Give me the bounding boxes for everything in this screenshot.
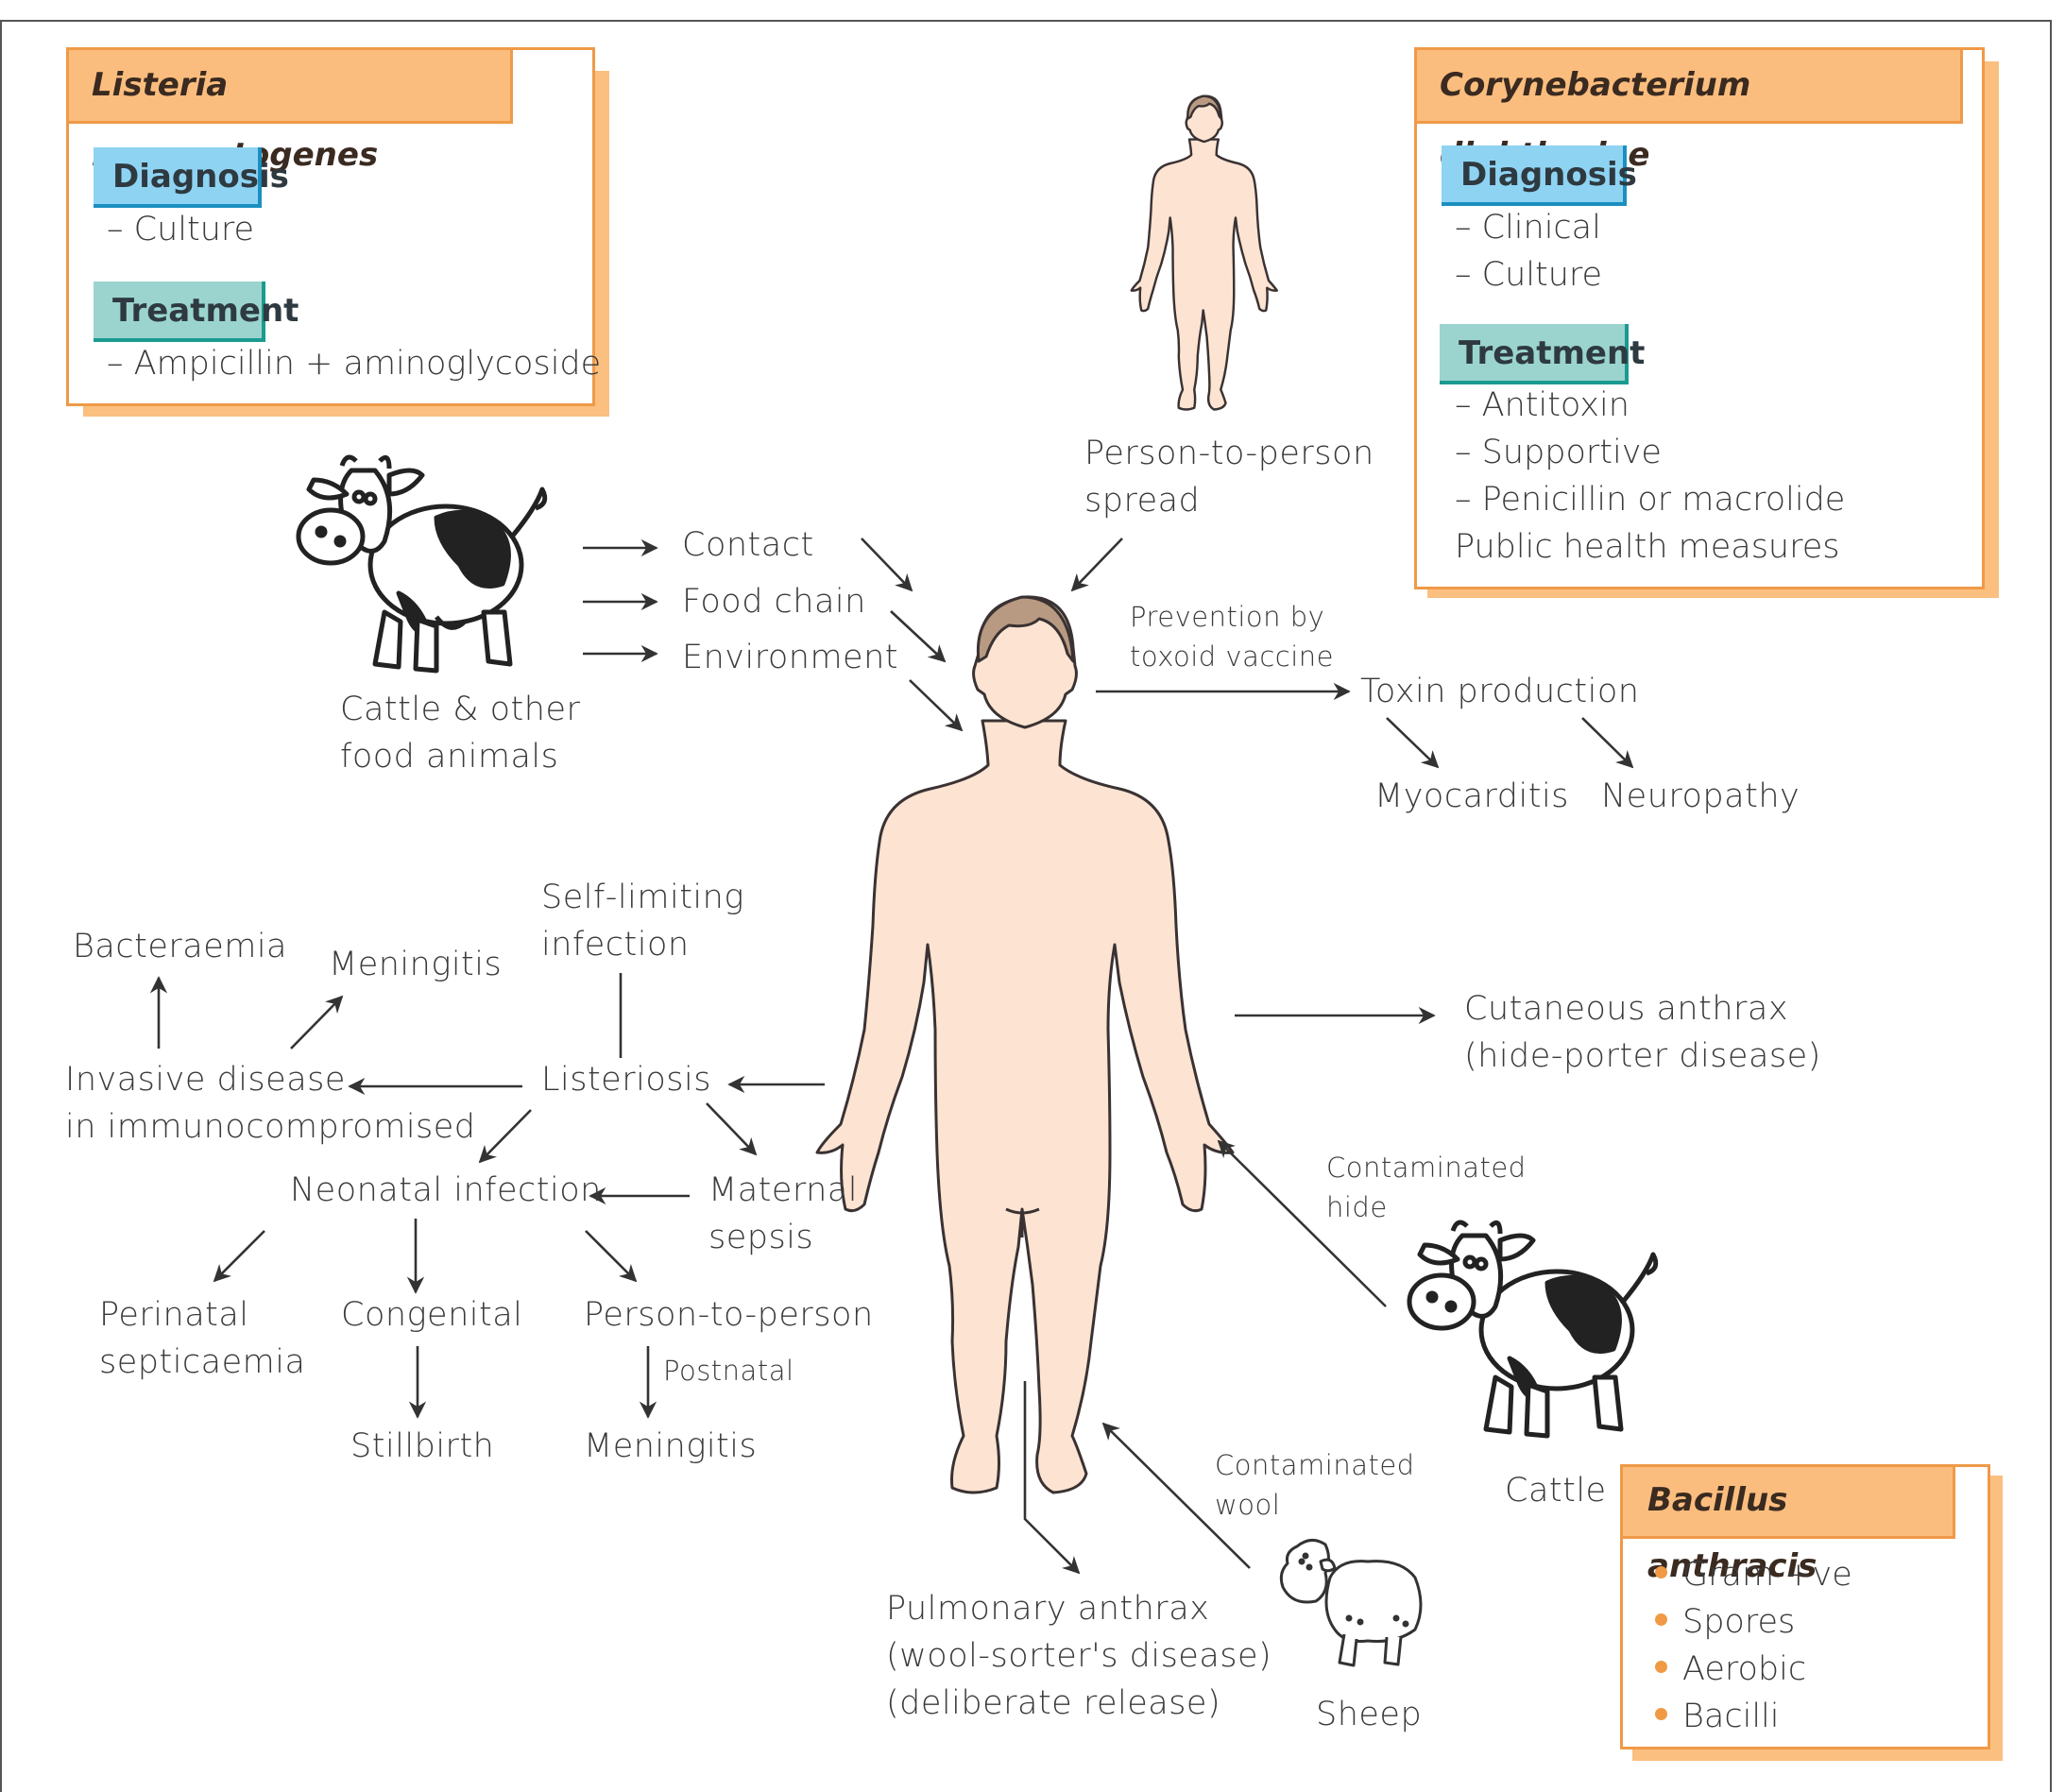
label-line: spread bbox=[1084, 482, 1201, 520]
label-contaminated-wool: Contaminated wool bbox=[1215, 1445, 1415, 1525]
label-self-limiting: Self-limiting infection bbox=[541, 874, 744, 968]
label-person-to-person-spread: Person-to-person spread bbox=[1084, 430, 1374, 524]
label-listeriosis: Listeriosis bbox=[541, 1061, 711, 1099]
sheep-illustration bbox=[1279, 1539, 1423, 1667]
label-meningitis: Meningitis bbox=[329, 946, 503, 983]
label-line: Cutaneous anthrax bbox=[1464, 990, 1789, 1028]
corynebacterium-info-box: Corynebacterium diphtheriae Diagnosis – … bbox=[1414, 47, 1985, 589]
bacillus-info-box: Bacillus anthracis Gram +ve Spores Aerob… bbox=[1620, 1464, 1990, 1749]
label-stillbirth: Stillbirth bbox=[350, 1427, 495, 1465]
label-person-to-person: Person-to-person bbox=[584, 1296, 874, 1334]
bacillus-item-text: Aerobic bbox=[1682, 1650, 1807, 1688]
label-pulmonary-anthrax: Pulmonary anthrax (wool-sorter's disease… bbox=[886, 1585, 1271, 1727]
corynebacterium-public-health: Public health measures bbox=[1455, 528, 1840, 566]
bacillus-item: Gram +ve bbox=[1655, 1556, 1852, 1594]
label-line: wool bbox=[1215, 1489, 1281, 1521]
listeria-diagnosis-tag: Diagnosis bbox=[94, 147, 289, 208]
cow-illustration bbox=[296, 454, 548, 674]
label-line: food animals bbox=[340, 738, 559, 776]
label-line: (deliberate release) bbox=[886, 1684, 1221, 1722]
label-neonatal-meningitis: Meningitis bbox=[584, 1427, 758, 1465]
label-contaminated-hide: Contaminated hide bbox=[1326, 1148, 1527, 1227]
label-bacteraemia: Bacteraemia bbox=[73, 928, 288, 965]
label-line: in immunocompromised bbox=[65, 1108, 476, 1146]
label-line: Person-to-person bbox=[1084, 435, 1374, 472]
label-line: hide bbox=[1326, 1191, 1388, 1223]
label-cattle: Cattle bbox=[1505, 1472, 1607, 1510]
listeria-box-title: Listeria monocytogenes bbox=[69, 50, 513, 174]
bullet-icon bbox=[1655, 1565, 1667, 1579]
label-line: (hide-porter disease) bbox=[1464, 1037, 1821, 1075]
corynebacterium-box-title: Corynebacterium diphtheriae bbox=[1417, 50, 1963, 174]
bacillus-item: Spores bbox=[1655, 1603, 1795, 1641]
label-maternal-sepsis: Maternal sepsis bbox=[708, 1167, 858, 1261]
label-toxin-production: Toxin production bbox=[1360, 673, 1640, 710]
corynebacterium-diagnosis-tag: Diagnosis bbox=[1442, 145, 1637, 206]
label-line: sepsis bbox=[708, 1219, 814, 1256]
label-line: toxoid vaccine bbox=[1130, 640, 1335, 673]
label-postnatal: Postnatal bbox=[663, 1355, 794, 1387]
label-neuropathy: Neuropathy bbox=[1601, 777, 1800, 815]
label-cutaneous-anthrax: Cutaneous anthrax (hide-porter disease) bbox=[1464, 985, 1821, 1080]
label-line: septicaemia bbox=[99, 1343, 306, 1381]
label-prevention: Prevention by toxoid vaccine bbox=[1130, 597, 1334, 676]
bacillus-box-title: Bacillus anthracis bbox=[1623, 1467, 1955, 1585]
listeria-info-box: Listeria monocytogenes Diagnosis – Cultu… bbox=[66, 47, 601, 406]
bacillus-item: Aerobic bbox=[1655, 1650, 1806, 1688]
bullet-icon bbox=[1655, 1613, 1667, 1626]
human-figure-main bbox=[815, 595, 1235, 1494]
label-line: Maternal bbox=[708, 1171, 859, 1209]
label-environment: Environment bbox=[682, 639, 898, 676]
corynebacterium-diagnosis-item: – Culture bbox=[1455, 256, 1603, 294]
label-perinatal-septicaemia: Perinatal septicaemia bbox=[99, 1291, 305, 1386]
corynebacterium-diagnosis-item: – Clinical bbox=[1455, 209, 1601, 247]
label-invasive-disease: Invasive disease in immunocompromised bbox=[65, 1056, 476, 1151]
listeria-treatment-tag: Treatment bbox=[94, 282, 299, 342]
listeria-treatment-item: – Ampicillin + aminoglycoside bbox=[107, 345, 602, 383]
label-line: Cattle & other bbox=[340, 691, 581, 728]
corynebacterium-treatment-item: – Supportive bbox=[1455, 434, 1662, 471]
label-neonatal-infection: Neonatal infection bbox=[290, 1171, 602, 1209]
label-line: Perinatal bbox=[99, 1296, 249, 1334]
label-sheep: Sheep bbox=[1316, 1696, 1423, 1733]
label-line: Invasive disease bbox=[65, 1061, 346, 1099]
listeria-diagnosis-item: – Culture bbox=[107, 211, 255, 248]
corynebacterium-treatment-tag: Treatment bbox=[1440, 324, 1645, 384]
bacillus-item-text: Gram +ve bbox=[1682, 1556, 1852, 1594]
corynebacterium-treatment-item: – Penicillin or macrolide bbox=[1455, 481, 1846, 519]
label-line: Contaminated bbox=[1326, 1152, 1527, 1184]
bullet-icon bbox=[1655, 1707, 1667, 1720]
label-line: Self-limiting bbox=[541, 879, 744, 916]
label-line: Prevention by bbox=[1130, 601, 1325, 633]
human-figure-small bbox=[1130, 94, 1278, 411]
label-contact: Contact bbox=[682, 526, 814, 564]
bacillus-item-text: Spores bbox=[1682, 1603, 1796, 1641]
bacillus-item: Bacilli bbox=[1655, 1698, 1780, 1735]
bullet-icon bbox=[1655, 1660, 1667, 1673]
label-myocarditis: Myocarditis bbox=[1374, 777, 1569, 815]
cattle-illustration bbox=[1407, 1220, 1659, 1439]
corynebacterium-treatment-item: – Antitoxin bbox=[1455, 386, 1630, 424]
label-line: infection bbox=[541, 926, 690, 964]
label-congenital: Congenital bbox=[341, 1296, 523, 1334]
bacillus-item-text: Bacilli bbox=[1682, 1698, 1780, 1735]
label-line: Contaminated bbox=[1215, 1449, 1415, 1481]
body-outline bbox=[815, 719, 1235, 1494]
label-line: Pulmonary anthrax bbox=[886, 1590, 1210, 1628]
label-cattle-food-animals: Cattle & other food animals bbox=[340, 686, 580, 780]
label-line: (wool-sorter's disease) bbox=[886, 1637, 1272, 1675]
figure-frame bbox=[0, 20, 2052, 1792]
hair bbox=[976, 595, 1075, 663]
label-food-chain: Food chain bbox=[682, 583, 866, 621]
